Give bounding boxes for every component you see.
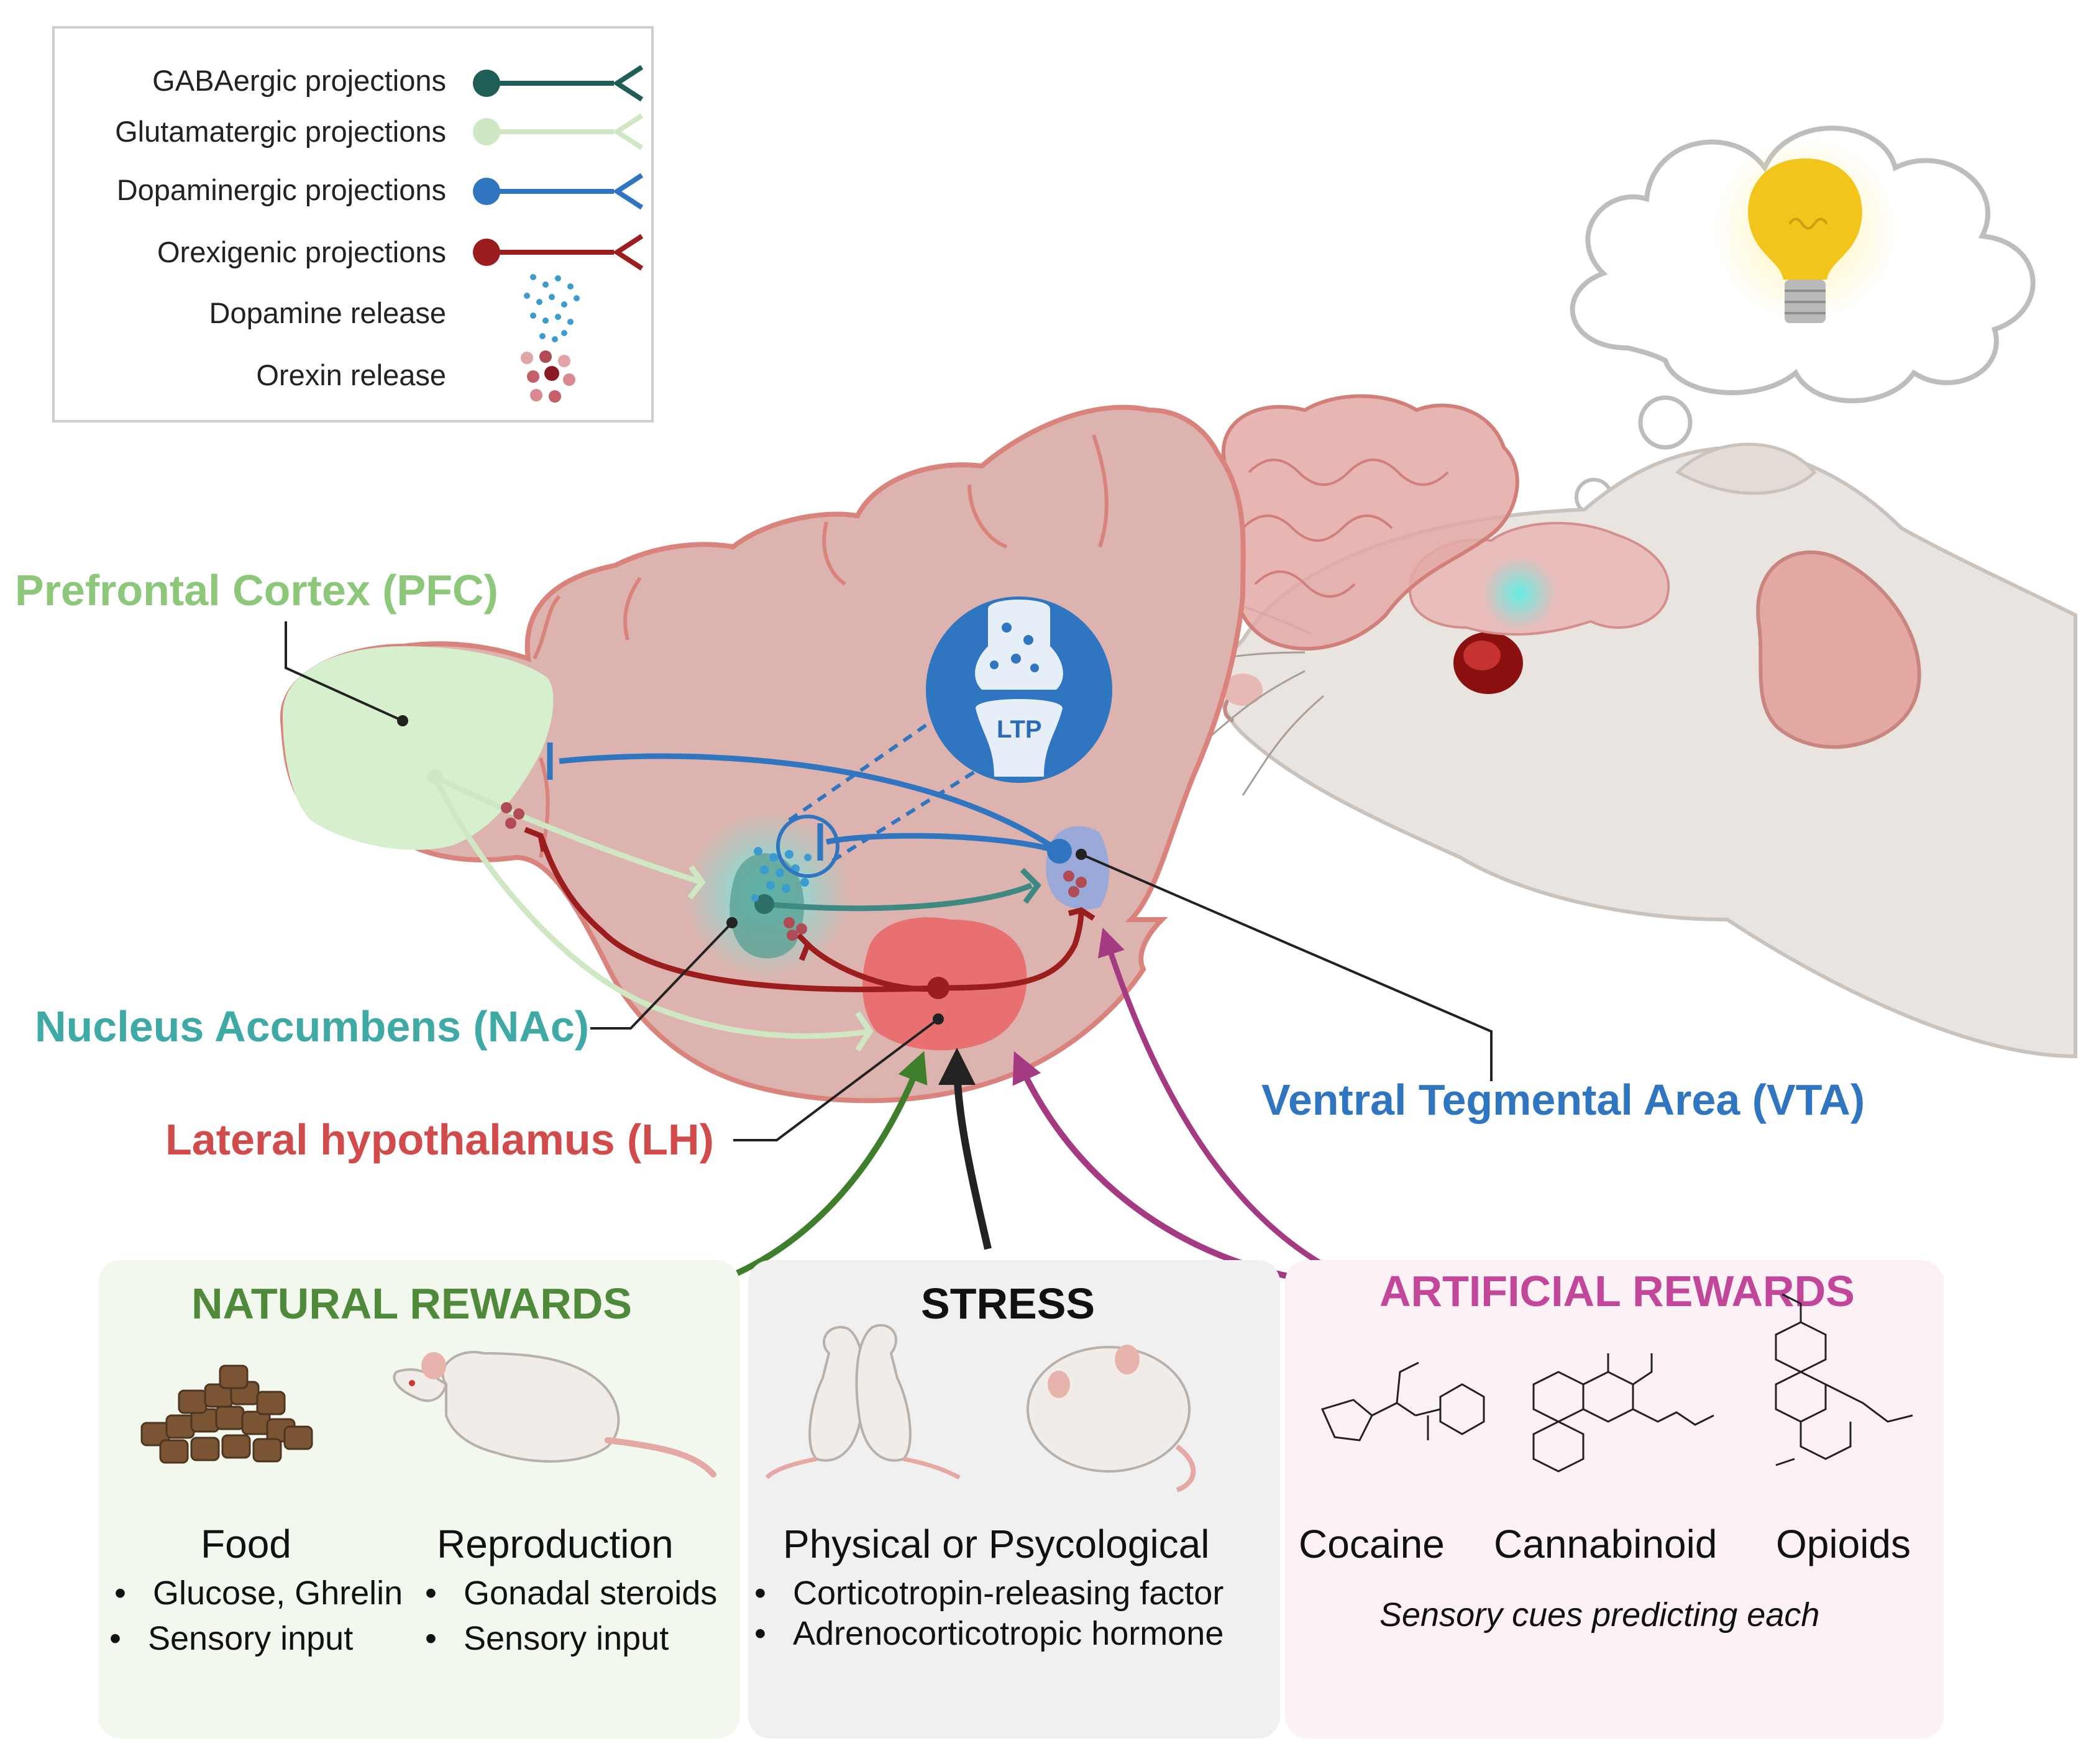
leader-dots bbox=[397, 715, 1087, 1025]
reproduction-bullet-1: Gonadal steroids bbox=[425, 1574, 717, 1612]
physical-or-psychological-title: Physical or Psycological bbox=[783, 1522, 1210, 1566]
synapse-zoom-lines bbox=[788, 713, 1008, 862]
legend-label-dopaminergic: Dopaminergic projections bbox=[116, 173, 446, 206]
ltp-label: LTP bbox=[997, 716, 1042, 743]
orexigenic-projections bbox=[524, 826, 1095, 992]
stress-title: STRESS bbox=[921, 1279, 1095, 1328]
legend-label-gabaergic: GABAergic projections bbox=[152, 64, 446, 97]
rat-reproduction-icon bbox=[393, 1351, 716, 1478]
lh-orexin-node bbox=[927, 977, 949, 999]
artificial-rewards-title: ARTIFICIAL REWARDS bbox=[1379, 1267, 1855, 1315]
synapse-zoom-circle bbox=[776, 815, 839, 878]
glutamatergic-projections bbox=[432, 774, 874, 1052]
legend-label-orexin-release: Orexin release bbox=[256, 359, 446, 391]
gabaergic-projections bbox=[764, 867, 1041, 912]
opioid-molecule-icon bbox=[1775, 1293, 1913, 1466]
pfc-label: Prefrontal Cortex (PFC) bbox=[15, 566, 498, 615]
natural-rewards-panel: NATURAL REWARDS Food Glucose, Ghrelin Se… bbox=[98, 1260, 739, 1739]
legend-symbols bbox=[473, 65, 644, 403]
food-title: Food bbox=[201, 1522, 291, 1566]
nac-gaba-node bbox=[754, 894, 774, 914]
synapse-icon bbox=[926, 596, 1112, 783]
reproduction-title: Reproduction bbox=[437, 1522, 674, 1566]
vta-label: Ventral Tegmental Area (VTA) bbox=[1261, 1076, 1865, 1124]
cannabinoid-molecule-icon bbox=[1532, 1353, 1714, 1473]
stress-illustrations bbox=[765, 1323, 1196, 1492]
artificial-rewards-panel: ARTIFICIAL REWARDS Cocaine Cannabi bbox=[1285, 1260, 1944, 1739]
molecule-illustrations bbox=[1320, 1293, 1913, 1473]
vta-dopamine-node bbox=[1047, 839, 1072, 864]
stress-bullet-1: Corticotropin-releasing factor bbox=[754, 1574, 1223, 1612]
stress-arrow bbox=[938, 1048, 992, 1250]
pfc-glutamate-node bbox=[428, 769, 442, 784]
vta-region bbox=[1046, 826, 1109, 910]
food-bullet-1: Glucose, Ghrelin bbox=[114, 1574, 403, 1612]
legend-label-dopamine-release: Dopamine release bbox=[209, 296, 446, 329]
opioids-title: Opioids bbox=[1776, 1522, 1911, 1566]
sensory-cues-note: Sensory cues predicting each bbox=[1379, 1596, 1820, 1634]
rat-head bbox=[1168, 442, 2077, 1059]
natural-illustrations bbox=[140, 1351, 716, 1478]
stress-panel: STRESS Physical or Psycological Corticot… bbox=[748, 1260, 1280, 1739]
food-bullet-2: Sensory input bbox=[109, 1619, 353, 1658]
lh-label: Lateral hypothalamus (LH) bbox=[165, 1115, 714, 1164]
natural-rewards-title: NATURAL REWARDS bbox=[191, 1279, 633, 1328]
legend-label-glutamatergic: Glutamatergic projections bbox=[115, 115, 446, 148]
dopaminergic-projections bbox=[547, 743, 1061, 861]
food-pellets-icon bbox=[140, 1364, 313, 1464]
reproduction-bullet-2: Sensory input bbox=[425, 1619, 669, 1658]
stress-bullet-2: Adrenocorticotropic hormone bbox=[754, 1614, 1223, 1653]
lightbulb-icon bbox=[1712, 137, 1898, 323]
legend-label-orexigenic: Orexigenic projections bbox=[157, 235, 446, 268]
nac-label: Nucleus Accumbens (NAc) bbox=[35, 1002, 590, 1051]
cocaine-molecule-icon bbox=[1320, 1361, 1485, 1442]
legend: GABAergic projections Glutamatergic proj… bbox=[52, 26, 654, 423]
orexin-release-dots bbox=[501, 802, 1087, 941]
leader-lines bbox=[285, 621, 1493, 1141]
fighting-rats-icon bbox=[765, 1323, 961, 1480]
curled-rat-icon bbox=[1027, 1345, 1196, 1492]
cannabinoid-title: Cannabinoid bbox=[1494, 1522, 1717, 1566]
cocaine-title: Cocaine bbox=[1299, 1522, 1445, 1566]
